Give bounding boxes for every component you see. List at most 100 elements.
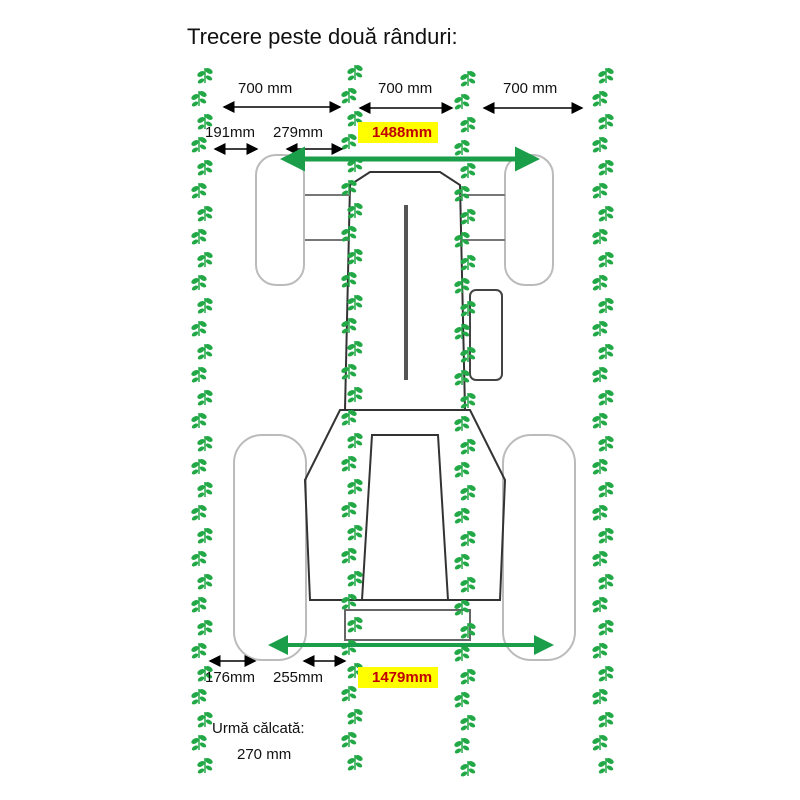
- plant-icon: [460, 531, 476, 547]
- plant-icon: [592, 91, 608, 107]
- plant-icon: [191, 551, 207, 567]
- plant-icon: [191, 137, 207, 153]
- plant-icon: [460, 439, 476, 455]
- plant-icon: [454, 462, 470, 478]
- plant-icon: [598, 390, 614, 406]
- plant-icon: [454, 94, 470, 110]
- plant-icon: [454, 554, 470, 570]
- footprint-value: 270 mm: [237, 746, 292, 763]
- front-track-label: 1488mm: [358, 122, 439, 143]
- row-spacing-1: 700 mm: [238, 80, 293, 97]
- plant-icon: [454, 186, 470, 202]
- plant-icon: [191, 183, 207, 199]
- plant-icon: [341, 88, 357, 104]
- plant-icon: [197, 758, 213, 774]
- plant-icon: [347, 203, 363, 219]
- plant-icon: [191, 735, 207, 751]
- cab: [303, 409, 507, 601]
- plant-icon: [460, 209, 476, 225]
- plant-icon: [460, 485, 476, 501]
- plant-icon: [592, 321, 608, 337]
- plant-icon: [341, 134, 357, 150]
- plant-icon: [347, 617, 363, 633]
- plant-icon: [197, 344, 213, 360]
- plant-icon: [347, 525, 363, 541]
- plant-icon: [191, 505, 207, 521]
- plant-icon: [592, 597, 608, 613]
- plant-icon: [592, 137, 608, 153]
- plant-icon: [592, 229, 608, 245]
- plant-icon: [191, 413, 207, 429]
- plant-icon: [460, 301, 476, 317]
- plant-icon: [592, 689, 608, 705]
- plant-icon: [341, 226, 357, 242]
- plant-icon: [598, 436, 614, 452]
- plant-icon: [191, 689, 207, 705]
- front-inner-gap: 279mm: [273, 124, 324, 141]
- plant-icon: [347, 387, 363, 403]
- front-left-gap: 191mm: [205, 124, 256, 141]
- diagram-title: Trecere peste două rânduri:: [187, 24, 458, 49]
- plant-icon: [598, 620, 614, 636]
- plant-icon: [598, 206, 614, 222]
- plant-icon: [592, 735, 608, 751]
- plant-icon: [454, 692, 470, 708]
- plant-icon: [197, 252, 213, 268]
- plant-icon: [347, 571, 363, 587]
- plant-icon: [197, 666, 213, 682]
- plant-icon: [598, 160, 614, 176]
- rear-left-gap: 176mm: [205, 669, 256, 686]
- plant-icon: [454, 600, 470, 616]
- plant-icon: [460, 577, 476, 593]
- plant-icon: [460, 347, 476, 363]
- row-spacing-2: 700 mm: [378, 80, 433, 97]
- plant-icon: [460, 669, 476, 685]
- plant-icon: [197, 68, 213, 84]
- plant-icon: [454, 738, 470, 754]
- plant-icon: [341, 640, 357, 656]
- rear-track-label: 1479mm: [358, 667, 439, 688]
- plant-icon: [454, 416, 470, 432]
- plant-icon: [598, 712, 614, 728]
- plant-icon: [454, 278, 470, 294]
- plant-icon: [191, 367, 207, 383]
- plant-icon: [347, 433, 363, 449]
- plant-icon: [460, 71, 476, 87]
- plant-icon: [454, 370, 470, 386]
- row-spacing-3: 700 mm: [503, 80, 558, 97]
- plant-icon: [341, 732, 357, 748]
- plant-icon: [347, 709, 363, 725]
- plant-icon: [197, 298, 213, 314]
- plant-icon: [191, 91, 207, 107]
- plant-icon: [598, 574, 614, 590]
- plant-icon: [197, 436, 213, 452]
- plant-icon: [598, 482, 614, 498]
- plant-icon: [341, 594, 357, 610]
- plant-icon: [197, 482, 213, 498]
- rear-inner-gap: 255mm: [273, 669, 324, 686]
- plant-icon: [191, 275, 207, 291]
- plant-icon: [592, 275, 608, 291]
- plant-icon: [197, 712, 213, 728]
- front-right-wheel: [504, 154, 554, 286]
- tractor: [233, 154, 576, 661]
- plant-icon: [460, 715, 476, 731]
- rear-left-wheel: [233, 434, 307, 661]
- plant-icon: [197, 620, 213, 636]
- fuel-tank: [469, 289, 503, 381]
- plant-icon: [197, 206, 213, 222]
- plant-icon: [592, 459, 608, 475]
- dimension-arrows: [208, 101, 584, 667]
- plant-icon: [341, 456, 357, 472]
- plant-icon: [191, 643, 207, 659]
- plant-icon: [347, 111, 363, 127]
- plant-icon: [347, 755, 363, 771]
- plant-icon: [347, 341, 363, 357]
- plant-icon: [347, 295, 363, 311]
- plant-icon: [341, 272, 357, 288]
- plant-icon: [341, 410, 357, 426]
- plant-icon: [460, 623, 476, 639]
- plant-icon: [592, 413, 608, 429]
- plant-icon: [454, 646, 470, 662]
